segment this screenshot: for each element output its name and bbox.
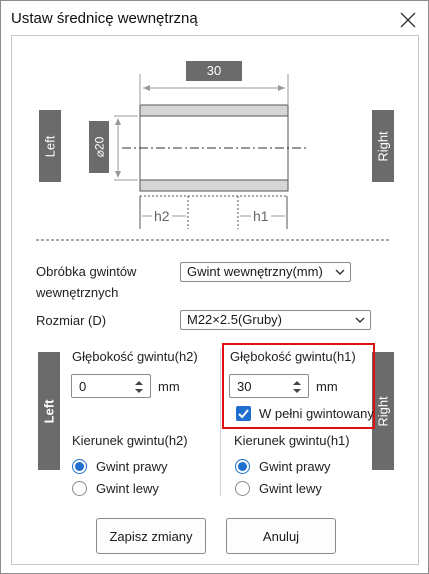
left-direction-label: Kierunek gwintu(h2) bbox=[72, 433, 188, 448]
title-bar: Ustaw średnicę wewnętrzną bbox=[1, 1, 428, 35]
left-panel-side-box: Left bbox=[38, 352, 60, 470]
diagram-left-box: Left bbox=[39, 110, 61, 182]
window-title: Ustaw średnicę wewnętrzną bbox=[11, 10, 198, 27]
diagram-right-label: Right bbox=[375, 130, 391, 162]
right-depth-label: Głębokość gwintu(h1) bbox=[230, 349, 356, 364]
chevron-down-icon bbox=[335, 269, 345, 275]
right-depth-stepper[interactable]: 30 bbox=[229, 374, 309, 398]
right-direction-label: Kierunek gwintu(h1) bbox=[234, 433, 350, 448]
thread-processing-label-line1: Obróbka gwintów bbox=[36, 264, 137, 279]
dialog-content: 30 ⌀20 Left Right h2 h1 Obróbka gwintów … bbox=[11, 35, 419, 565]
full-thread-checkbox[interactable] bbox=[236, 406, 251, 421]
chevron-down-icon bbox=[355, 317, 365, 323]
full-thread-label: W pełni gwintowany bbox=[259, 406, 374, 421]
left-panel-side-label: Left bbox=[41, 399, 57, 423]
right-option-right-thread: Gwint prawy bbox=[259, 459, 331, 474]
left-radio-left-thread[interactable] bbox=[72, 481, 87, 496]
close-icon[interactable] bbox=[399, 11, 417, 29]
checkmark-icon bbox=[238, 409, 249, 419]
cancel-button[interactable]: Anuluj bbox=[226, 518, 336, 554]
thread-processing-label-line2: wewnętrznych bbox=[36, 285, 119, 300]
diagram-graphics bbox=[36, 74, 390, 241]
size-value: M22×2.5(Gruby) bbox=[187, 312, 283, 327]
stepper-arrows-icon[interactable] bbox=[134, 380, 144, 394]
left-depth-value: 0 bbox=[79, 379, 87, 394]
left-radio-right-thread[interactable] bbox=[72, 459, 87, 474]
diagram-left-label: Left bbox=[42, 135, 58, 157]
h2-label: h2 bbox=[152, 208, 172, 224]
diagram-right-box: Right bbox=[372, 110, 394, 182]
panel-divider bbox=[220, 348, 221, 496]
h1-label: h1 bbox=[251, 208, 271, 224]
right-panel-side-box: Right bbox=[372, 352, 394, 470]
save-button[interactable]: Zapisz zmiany bbox=[96, 518, 206, 554]
stepper-arrows-icon[interactable] bbox=[292, 380, 302, 394]
right-panel-side-label: Right bbox=[375, 395, 391, 427]
left-depth-label: Głębokość gwintu(h2) bbox=[72, 349, 198, 364]
diameter-dimension-label: ⌀20 bbox=[89, 121, 109, 173]
thread-processing-select[interactable]: Gwint wewnętrzny(mm) bbox=[180, 262, 351, 282]
thread-processing-value: Gwint wewnętrzny(mm) bbox=[187, 264, 323, 279]
diameter-value: ⌀20 bbox=[92, 136, 107, 158]
highlight-box bbox=[222, 343, 375, 429]
right-radio-left-thread[interactable] bbox=[235, 481, 250, 496]
left-option-right-thread: Gwint prawy bbox=[96, 459, 168, 474]
left-depth-stepper[interactable]: 0 bbox=[71, 374, 151, 398]
right-depth-unit: mm bbox=[316, 379, 338, 394]
left-option-left-thread: Gwint lewy bbox=[96, 481, 159, 496]
size-label: Rozmiar (D) bbox=[36, 313, 107, 328]
right-option-left-thread: Gwint lewy bbox=[259, 481, 322, 496]
length-dimension-label: 30 bbox=[186, 61, 242, 81]
left-depth-unit: mm bbox=[158, 379, 180, 394]
thread-diagram: 30 ⌀20 Left Right h2 h1 bbox=[12, 36, 418, 246]
right-radio-right-thread[interactable] bbox=[235, 459, 250, 474]
size-select[interactable]: M22×2.5(Gruby) bbox=[180, 310, 371, 330]
right-depth-value: 30 bbox=[237, 379, 252, 394]
